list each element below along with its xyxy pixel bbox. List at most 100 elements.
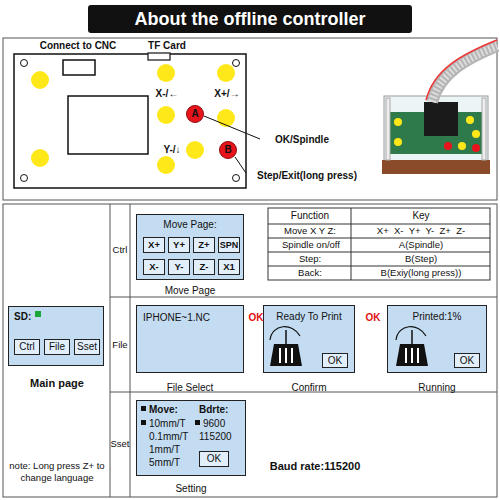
screen-button: OK <box>454 353 480 368</box>
pin-header <box>63 60 95 75</box>
connector-label: TF Card <box>137 40 197 52</box>
confirm-screen: Ready To PrintConfirmOK <box>263 305 355 373</box>
bullet <box>141 420 146 425</box>
node-text: X- <box>144 261 164 273</box>
screen-button: X+ <box>143 237 165 253</box>
yellow-button <box>157 106 175 124</box>
node-text: Y+ <box>169 239 189 251</box>
table-line <box>351 208 352 280</box>
mount-hole <box>233 175 240 182</box>
yellow-button <box>157 156 175 174</box>
screen-button: Z+ <box>193 237 215 253</box>
screen-caption: Running <box>388 382 486 394</box>
node-text: Move Page: <box>137 219 243 231</box>
move-page-screen: Move Page:Move PageX+Y+Z+SPNX-Y-Z-X1 <box>136 214 244 280</box>
standoff <box>482 98 486 160</box>
printer-bar <box>279 348 281 363</box>
printer-bar <box>417 348 419 363</box>
node-text: A <box>187 108 203 120</box>
wood-base <box>382 160 490 174</box>
printer-bar <box>405 348 407 363</box>
photo-button <box>444 142 452 150</box>
nozzle <box>285 330 287 344</box>
printer-body <box>270 344 302 366</box>
table-line <box>268 238 490 239</box>
node-text: Z+ <box>194 239 214 251</box>
screen-button: Y- <box>168 259 190 275</box>
flow-ok: OK <box>365 312 381 324</box>
screen-button: Z- <box>193 259 215 275</box>
node-text: File <box>106 339 134 351</box>
table-cell: B(Step) <box>355 252 487 266</box>
table-line <box>268 266 490 267</box>
callout-label: Step/Exit(long press) <box>247 170 367 182</box>
screen-caption: Main page <box>0 377 115 389</box>
grid-line <box>110 297 497 298</box>
row-label-cell: Ctrl <box>110 204 130 297</box>
printer-bar <box>291 348 293 363</box>
bullet <box>195 420 200 425</box>
node-text: OK <box>200 453 228 465</box>
filament <box>270 327 300 340</box>
table-cell: A(Spindle) <box>355 238 487 252</box>
node-text: 5mm/T <box>149 457 194 469</box>
screen-caption: Move Page <box>137 285 243 297</box>
node-text: SD: <box>14 311 44 323</box>
key-label: X-/← <box>150 88 184 100</box>
node-text: OK <box>323 355 347 367</box>
node-text: 9600 <box>203 418 243 430</box>
photo-button <box>394 118 402 126</box>
photo-button <box>394 138 402 146</box>
leader-line <box>235 157 246 173</box>
standoff <box>386 98 390 160</box>
node-text: Ctrl <box>106 244 134 256</box>
printer-bar <box>411 348 413 363</box>
printer-body <box>396 344 428 366</box>
flow-ok: OK <box>248 312 264 324</box>
screen-button: SPN <box>218 237 240 253</box>
node-text: 10mm/T <box>149 418 194 430</box>
bottom-grid <box>3 204 497 497</box>
language-note: note: Long press Z+ to change language <box>6 460 108 484</box>
filament <box>396 327 426 340</box>
node-text: Ready To Print <box>264 311 354 323</box>
node-text: OK <box>455 355 479 367</box>
node-text: SPN <box>219 239 239 251</box>
grid-line <box>110 204 111 497</box>
screen-caption: Confirm <box>264 382 354 394</box>
callout-label: OK/Spindle <box>262 134 342 146</box>
printer-icon <box>270 327 302 366</box>
screen-button: Ctrl <box>14 339 40 355</box>
table-cell: X+ X- Y+ Y- Z+ Z- <box>355 224 487 238</box>
a-button: A <box>186 105 204 123</box>
ribbon-cable-edge <box>426 40 497 100</box>
table-cell: B(Exiy(long press)) <box>355 266 487 280</box>
node-text: 115200 <box>199 431 243 443</box>
node-text: Bdrte: <box>199 404 244 416</box>
mount-hole <box>21 60 28 67</box>
yellow-button <box>31 71 49 89</box>
yellow-button <box>31 149 49 167</box>
key-label: X+/→ <box>210 88 244 100</box>
yellow-button <box>157 64 175 82</box>
bullet <box>141 406 146 411</box>
node-text: Printed:1% <box>388 311 486 323</box>
key-table <box>268 208 490 280</box>
setting-screen: Move:Bdrte:10mm/T0.1mm/T1mm/T5mm/T960011… <box>136 400 246 476</box>
screen-button: OK <box>322 353 348 368</box>
table-cell: Move X Y Z: <box>272 224 348 238</box>
photo-button <box>472 144 480 152</box>
table-line <box>268 224 490 225</box>
screen-caption: File Select <box>137 382 243 394</box>
yellow-button <box>186 141 204 159</box>
running-screen: Printed:1%RunningOK <box>387 305 487 373</box>
table-cell: Spindle on/off <box>272 238 350 252</box>
node-text: Sset <box>75 341 99 353</box>
top-panel <box>3 38 497 200</box>
node-text: X+ <box>144 239 164 251</box>
row-label-cell: Sset <box>110 392 130 497</box>
screen-button: OK <box>199 451 229 467</box>
node-text: IPHONE~1.NC <box>143 312 239 324</box>
nozzle <box>411 330 413 344</box>
